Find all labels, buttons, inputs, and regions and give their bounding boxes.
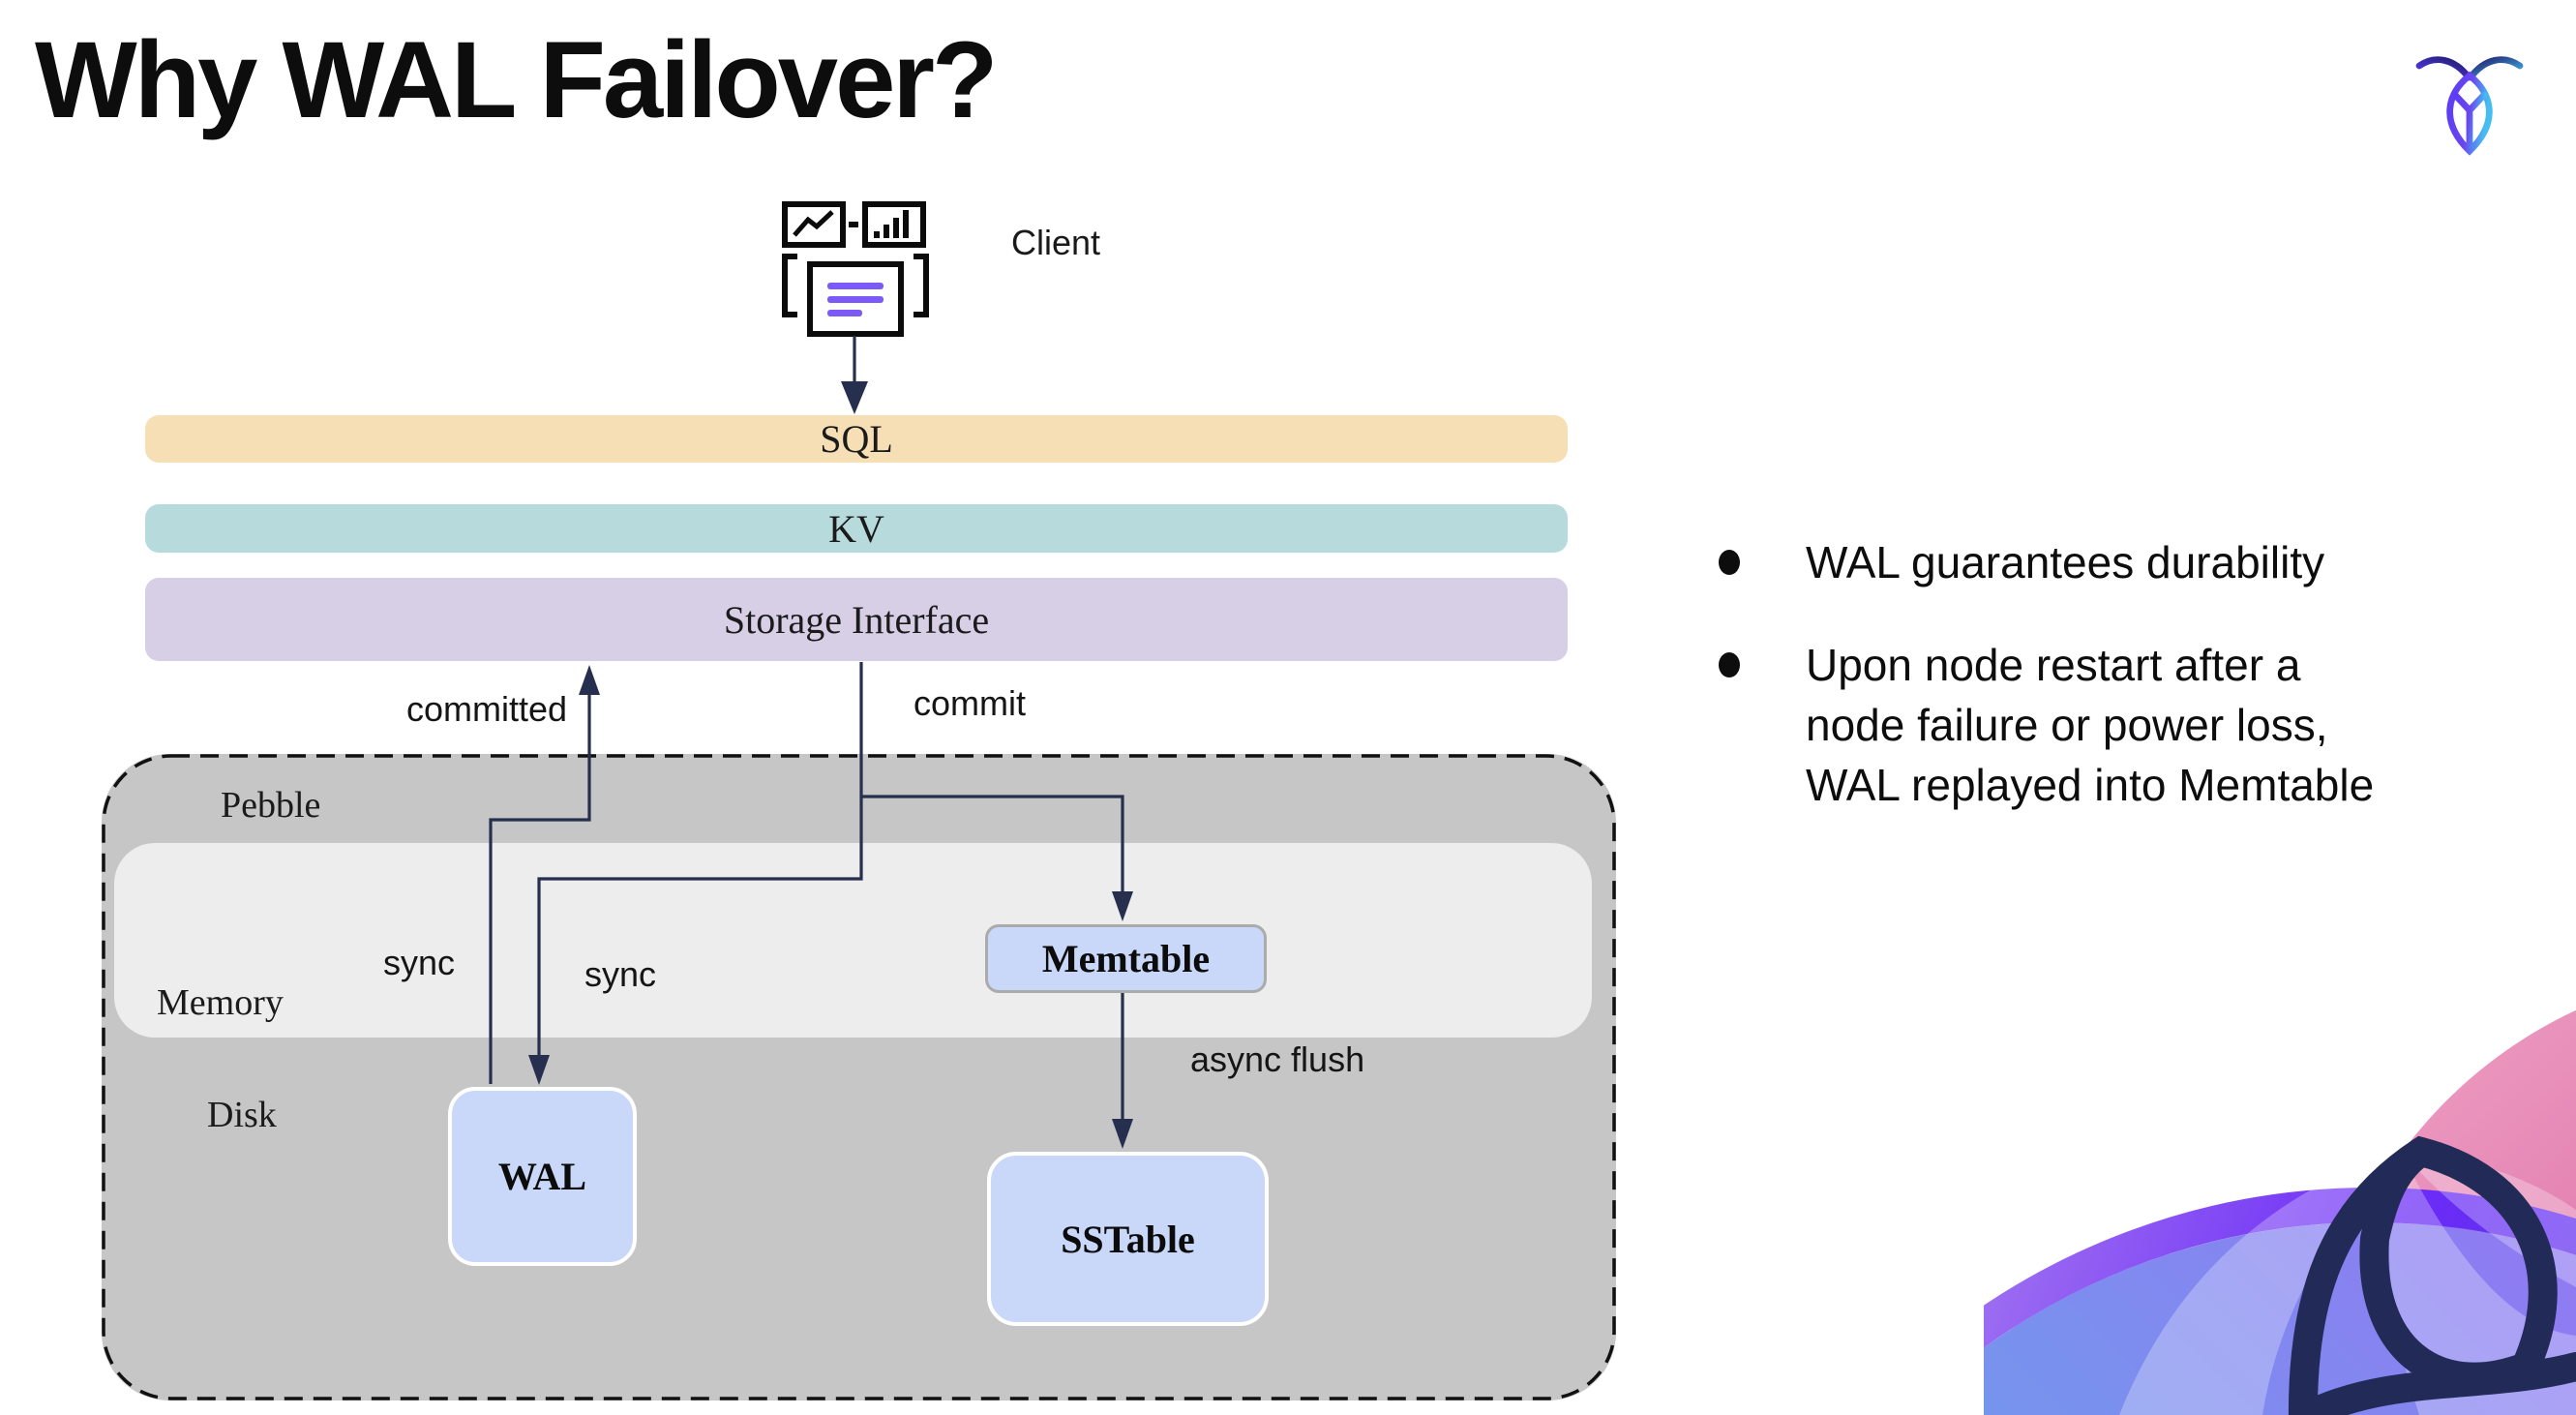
notes-list: WAL guarantees durability Upon node rest… xyxy=(1719,532,2531,858)
wal-box: WAL xyxy=(448,1087,637,1266)
arrowhead-committed xyxy=(579,665,600,695)
bracket-left xyxy=(782,254,797,317)
list-item: Upon node restart after a node failure o… xyxy=(1719,635,2531,815)
sync-right-label: sync xyxy=(584,954,657,994)
layer-bar-sql: SQL xyxy=(145,415,1568,463)
cockroachdb-logo-icon xyxy=(2415,56,2524,156)
bullet-dot-icon xyxy=(1719,652,1740,677)
note-text: WAL guarantees durability xyxy=(1806,537,2325,587)
layer-bar-storage-interface-label: Storage Interface xyxy=(723,597,990,642)
pebble-label: Pebble xyxy=(221,785,321,826)
bullet-dot-icon xyxy=(1719,550,1740,575)
client-icon xyxy=(782,201,929,337)
page-title: Why WAL Failover? xyxy=(35,19,998,140)
decor-navy-veins xyxy=(2288,1135,2576,1415)
note-line: node failure or power loss, xyxy=(1806,700,2328,750)
note-line: WAL replayed into Memtable xyxy=(1806,760,2375,810)
layer-bar-sql-label: SQL xyxy=(820,417,893,461)
bracket-right xyxy=(914,254,929,317)
note-line: Upon node restart after a xyxy=(1806,640,2301,690)
memory-band xyxy=(114,843,1592,1038)
async-flush-label: async flush xyxy=(1190,1039,1365,1079)
list-item: WAL guarantees durability xyxy=(1719,532,2531,592)
layer-bar-kv-label: KV xyxy=(828,506,884,551)
note-text: Upon node restart after a node failure o… xyxy=(1806,635,2374,815)
sync-left-label: sync xyxy=(383,943,456,982)
layer-bar-storage-interface: Storage Interface xyxy=(145,578,1568,661)
sstable-box-label: SSTable xyxy=(1061,1217,1195,1261)
commit-label: commit xyxy=(914,683,1026,723)
committed-label: committed xyxy=(406,689,568,729)
layer-bar-kv: KV xyxy=(145,504,1568,553)
sstable-box: SSTable xyxy=(987,1152,1269,1326)
line-chart-icon xyxy=(782,201,846,248)
memory-label: Memory xyxy=(157,982,284,1023)
wal-box-label: WAL xyxy=(497,1155,587,1198)
brand-decoration xyxy=(1984,1009,2576,1415)
client-label: Client xyxy=(1011,223,1101,262)
disk-label: Disk xyxy=(207,1095,277,1135)
memtable-box: Memtable xyxy=(985,924,1267,993)
arrowhead-client xyxy=(841,381,868,414)
memtable-box-label: Memtable xyxy=(1041,937,1211,980)
